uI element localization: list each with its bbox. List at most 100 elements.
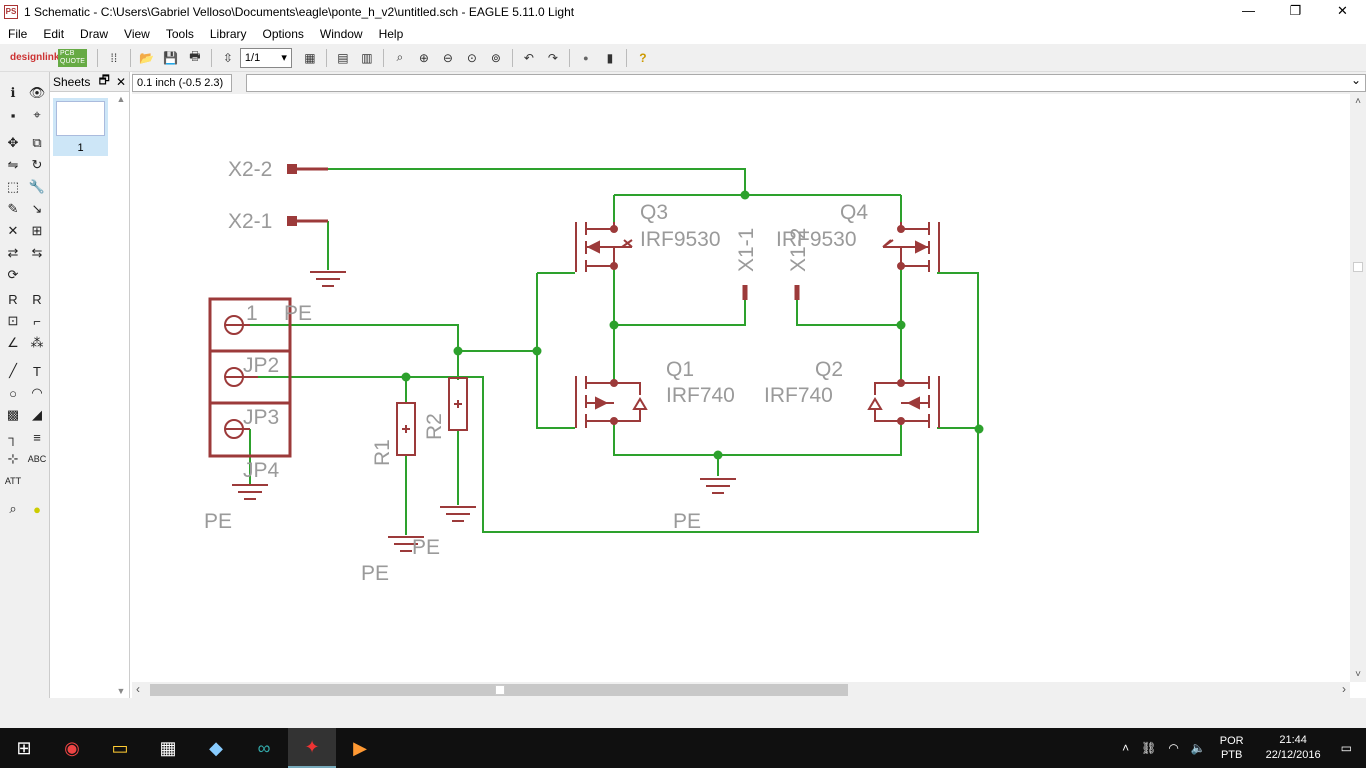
show-icon[interactable]: 👁 [28,85,46,100]
calculator-icon[interactable]: ▦ [159,737,177,758]
pin-label-jp2: JP2 [243,354,279,377]
errors-icon[interactable]: ● [33,501,41,517]
go-icon[interactable]: ▮ [606,50,614,65]
info-icon[interactable]: ℹ [10,85,16,100]
script-icon[interactable]: ▤ [337,50,349,65]
close-panel-icon[interactable]: ✕ [115,74,126,89]
group-icon[interactable]: ⬚ [6,179,20,194]
file-explorer-icon[interactable]: ▭ [111,737,129,758]
sheets-panel: Sheets 🗗 ✕ 1 ▲ ▼ [50,72,130,698]
delete-icon[interactable]: ✕ [7,223,19,238]
menu-file[interactable]: File [8,27,28,41]
redo-icon[interactable]: ↷ [547,50,558,65]
menu-tools[interactable]: Tools [165,27,194,41]
arc-icon[interactable]: ◠ [31,385,43,400]
minimize-button[interactable]: — [1242,3,1255,18]
clock[interactable]: 21:44 22/12/2016 [1266,733,1321,763]
replace-icon[interactable]: ⟳ [7,267,19,282]
help-icon[interactable]: ? [639,50,647,65]
zoom-redraw-icon[interactable]: ⊙ [466,50,477,65]
horizontal-scrollbar[interactable]: ‹ › [132,682,1350,698]
notes-icon[interactable]: ◆ [209,737,223,758]
sheets-scrollbar[interactable]: ▲ ▼ [116,94,126,696]
restore-button[interactable]: ❐ [1289,3,1302,18]
nets [249,168,979,535]
net-icon[interactable]: ≡ [33,429,41,445]
mark-icon[interactable]: ⌖ [33,107,41,122]
attribute-icon[interactable]: ATT [4,476,22,486]
menu-library[interactable]: Library [209,27,247,41]
chrome-icon[interactable]: ◉ [64,737,80,758]
menu-window[interactable]: Window [319,27,363,41]
zoom-out-icon[interactable]: ⊖ [442,50,453,65]
vertical-scrollbar[interactable]: ˄ ˅ [1350,94,1366,682]
sheet-thumbnail[interactable]: 1 [53,98,108,156]
schematic-canvas[interactable]: X2-2 X2-1 1 PE JP2 JP3 JP4 PE PE PE PE Q… [132,94,1350,682]
open-icon[interactable]: 📂 [139,50,155,65]
smash-icon[interactable]: ⊡ [7,313,19,328]
rotate-icon[interactable]: ↻ [31,157,43,172]
change-icon[interactable]: 🔧 [28,179,46,194]
language-indicator[interactable]: POR PTB [1220,734,1244,762]
display-icon[interactable]: ▪ [10,107,16,123]
menu-help[interactable]: Help [378,27,404,41]
designlink-logo[interactable]: designlink [10,51,60,63]
gateswap-icon[interactable]: ⇆ [31,245,43,260]
menu-view[interactable]: View [124,27,150,41]
print-icon[interactable]: 🖶 [189,49,201,63]
eagle-app-icon[interactable]: PS [4,5,18,19]
board-icon[interactable]: ▦ [304,50,316,65]
wifi-icon[interactable]: ◠ [1168,741,1179,755]
miter-icon[interactable]: ⌐ [33,313,41,329]
sheet-number: 1 [77,142,84,154]
invoke-icon[interactable]: ⁂ [30,335,44,350]
erc-icon[interactable]: ⌕ [9,501,17,516]
cut-icon[interactable]: ↘ [31,201,43,216]
start-icon[interactable]: ⊞ [16,737,32,758]
zoom-fit-icon[interactable]: ⌕ [396,50,404,64]
command-input[interactable] [246,73,1366,92]
tray-expand-icon[interactable]: ˄ [1122,741,1130,755]
cam-icon[interactable]: ⇳ [222,50,233,65]
polygon-icon[interactable]: ◢ [32,407,42,422]
menu-options[interactable]: Options [262,27,304,41]
arduino-icon[interactable]: ∞ [257,737,271,758]
sheets-title: Sheets [53,74,91,89]
rect-icon[interactable]: ▩ [6,407,20,422]
eagle-taskbar-icon[interactable]: ✦ [288,728,336,768]
network-icon[interactable]: ⛓ [1141,741,1157,755]
volume-icon[interactable]: 🔈 [1190,741,1206,755]
ulp-icon[interactable]: ▥ [361,50,373,65]
float-icon[interactable]: 🗗 [98,73,110,87]
add-icon[interactable]: ⊞ [31,223,43,238]
close-button[interactable]: ✕ [1337,3,1348,18]
grid-icon[interactable]: ⁞⁞ [110,50,118,65]
notifications-icon[interactable]: ▭ [1340,741,1352,755]
text-icon[interactable]: T [33,363,41,379]
split-icon[interactable]: ∠ [7,335,19,350]
junction-icon[interactable]: ⊹ [7,451,19,466]
value-icon[interactable]: R [32,291,42,307]
wire-icon[interactable]: ╱ [9,363,17,378]
circle-icon[interactable]: ○ [9,385,17,401]
menu-edit[interactable]: Edit [43,27,65,41]
q4-value: IRF9530 [776,228,857,251]
menu-draw[interactable]: Draw [80,27,109,41]
save-icon[interactable]: 💾 [163,50,179,65]
pinswap-icon[interactable]: ⇄ [7,245,19,260]
stop-icon[interactable]: ● [583,52,589,63]
copy-icon[interactable]: ⧉ [32,135,42,150]
label-icon[interactable]: ABC [27,454,47,464]
paste-icon[interactable]: ✎ [7,201,19,216]
mirror-icon[interactable]: ⇋ [7,157,19,172]
name-icon[interactable]: R [8,291,18,307]
zoom-select-icon[interactable]: ⊚ [490,50,501,65]
bus-icon[interactable]: ┐ [8,429,18,445]
move-icon[interactable]: ✥ [7,135,19,150]
undo-icon[interactable]: ↶ [523,50,534,65]
sheet-select[interactable]: 1/1 [239,47,292,68]
zoom-in-icon[interactable]: ⊕ [418,50,429,65]
media-player-icon[interactable]: ▶ [353,737,367,758]
